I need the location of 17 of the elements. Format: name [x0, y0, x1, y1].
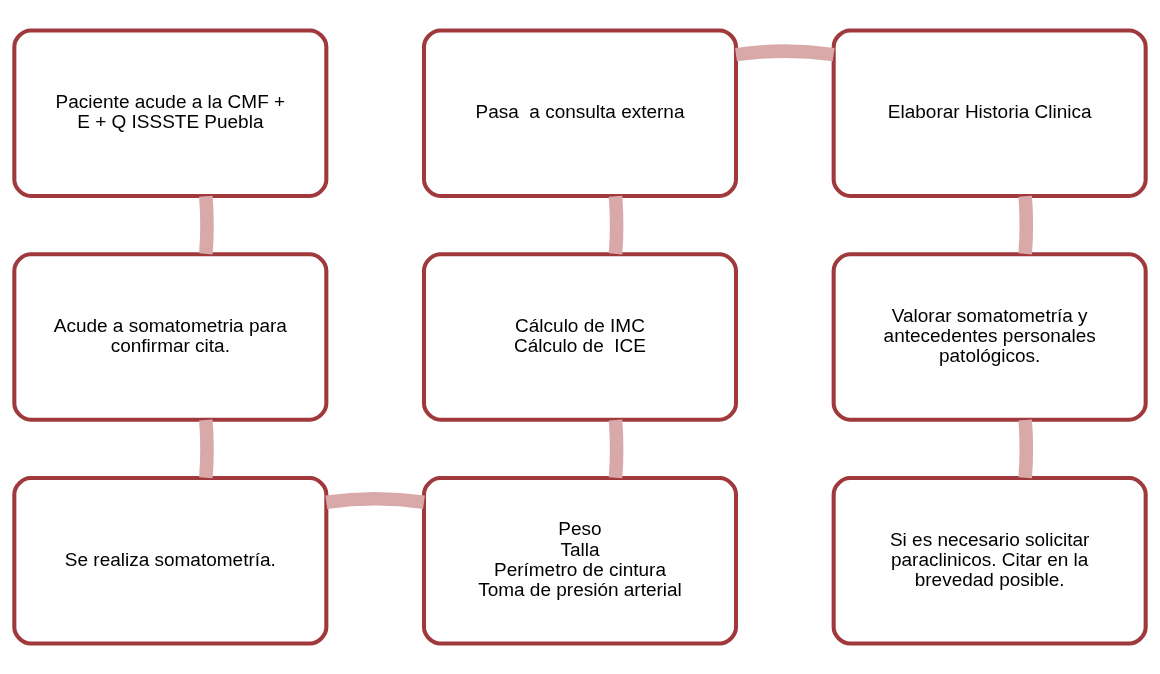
connector [1018, 419, 1034, 479]
node-box: Se realiza somatometría. [12, 476, 329, 646]
node-box: Elaborar Historia Clinica [831, 28, 1148, 198]
node-box: Paciente acude a la CMF + E + Q ISSSTE Puebla [12, 28, 329, 198]
connector [325, 492, 425, 509]
node-box: Valorar somatometría y antecedentes personales patológicos. [831, 252, 1148, 422]
connector [608, 195, 624, 255]
node-box: Acude a somatometria para confirmar cita. [12, 252, 329, 422]
connector [735, 44, 835, 62]
connector [1018, 195, 1034, 255]
node-box: Cálculo de IMC Cálculo de ICE [421, 252, 739, 422]
connector [199, 419, 214, 479]
node-box: Pasa a consulta externa [421, 28, 739, 198]
connector [608, 419, 624, 479]
node-box: Si es necesario solicitar paraclinicos. Citar en la brevedad posible. [831, 476, 1148, 646]
connector [199, 195, 214, 255]
node-box: Peso Talla Perímetro de cintura Toma de presión arterial [421, 476, 739, 646]
